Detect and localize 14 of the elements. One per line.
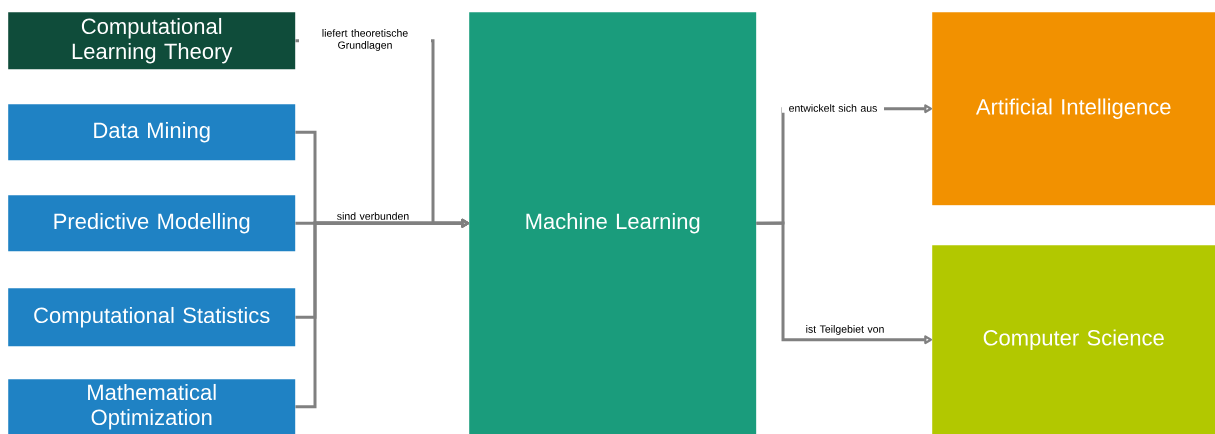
concept-box: Mathematical Optimization: [8, 379, 296, 434]
concept-box: Data Mining: [8, 104, 296, 161]
concept-box: Computational Learning Theory: [8, 12, 296, 70]
arrow: [295, 218, 469, 409]
concept-box: Machine Learning: [469, 12, 757, 434]
edge-label: sind verbunden: [337, 212, 409, 220]
concept-box: Computer Science: [932, 245, 1215, 434]
concept-box: Predictive Modelling: [8, 195, 296, 252]
arrow: [756, 221, 932, 345]
edge-label: ist Teilgebiet von: [806, 325, 884, 335]
edge-label: liefert theoretische Grundlagen: [299, 28, 431, 52]
edge-label: entwickelt sich aus: [782, 103, 884, 113]
concept-box: Computational Statistics: [8, 288, 296, 347]
concept-box: Artificial Intelligence: [932, 12, 1215, 206]
